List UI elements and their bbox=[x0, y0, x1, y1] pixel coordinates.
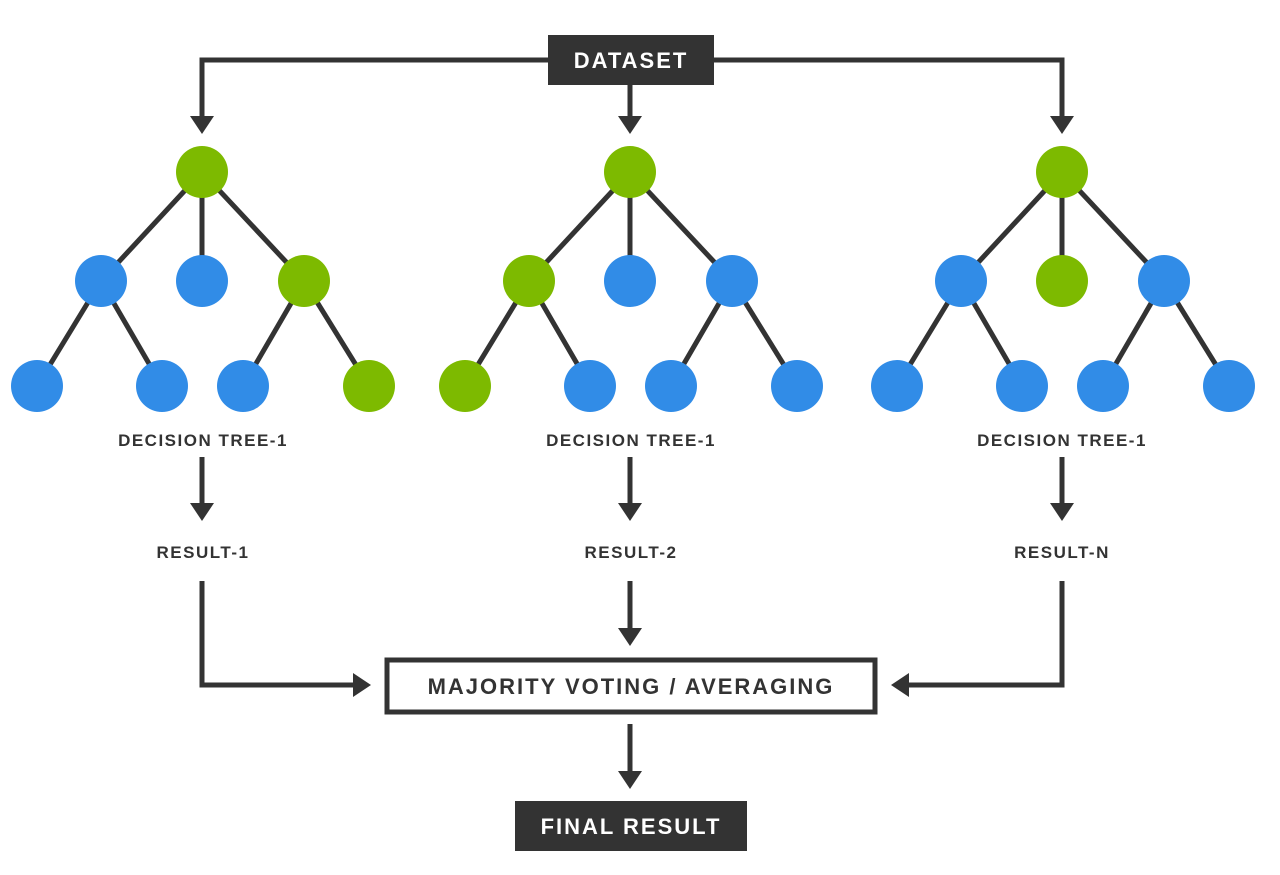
arrowhead-icon bbox=[891, 673, 909, 697]
dataset-box: DATASET bbox=[548, 35, 714, 85]
tree-2-root-node bbox=[604, 146, 656, 198]
arrowhead-icon bbox=[618, 771, 642, 789]
arrowhead-icon bbox=[353, 673, 371, 697]
dataset-connectors bbox=[190, 57, 1074, 134]
final-box-bg bbox=[515, 801, 747, 851]
tree-1-leaf-node bbox=[11, 360, 63, 412]
tree-1-child-node bbox=[75, 255, 127, 307]
result-to-vote-connectors bbox=[199, 581, 1065, 697]
tree-2-leaf-node bbox=[645, 360, 697, 412]
tree-3-leaf-node bbox=[1077, 360, 1129, 412]
tree-3-label: DECISION TREE-1 bbox=[977, 431, 1147, 450]
tree-3-leaf-node bbox=[1203, 360, 1255, 412]
final-result-label: FINAL RESULT bbox=[541, 814, 722, 839]
tree-2-leaf-node bbox=[439, 360, 491, 412]
final-result-box: FINAL RESULT bbox=[515, 801, 747, 851]
tree-1-root-node bbox=[176, 146, 228, 198]
arrowhead-icon bbox=[1050, 116, 1074, 134]
tree-1-leaf-node bbox=[343, 360, 395, 412]
tree-3-child-node bbox=[1036, 255, 1088, 307]
tree-2-child-node bbox=[503, 255, 555, 307]
tree-3-child-node bbox=[1138, 255, 1190, 307]
arrowhead-icon bbox=[618, 503, 642, 521]
tree-1-label: DECISION TREE-1 bbox=[118, 431, 288, 450]
dataset-box-bg bbox=[548, 35, 714, 85]
result-n-to-vote-line bbox=[907, 581, 1065, 688]
tree-1-leaf-node bbox=[217, 360, 269, 412]
tree-1-child-node bbox=[278, 255, 330, 307]
arrowhead-icon bbox=[190, 116, 214, 134]
vote-box-frame bbox=[384, 657, 878, 715]
arrowhead-icon bbox=[618, 628, 642, 646]
tree-to-result-arrows bbox=[190, 457, 1074, 521]
dataset-to-tree-1-line bbox=[199, 57, 548, 118]
tree-3-root-node bbox=[1036, 146, 1088, 198]
result-2-label: RESULT-2 bbox=[585, 543, 678, 562]
dataset-to-tree-3-line bbox=[714, 57, 1065, 118]
vote-box: MAJORITY VOTING / AVERAGING bbox=[384, 657, 878, 715]
arrowhead-icon bbox=[190, 503, 214, 521]
vote-label: MAJORITY VOTING / AVERAGING bbox=[428, 674, 835, 699]
tree-1-child-node bbox=[176, 255, 228, 307]
tree-3-leaf-node bbox=[871, 360, 923, 412]
trees bbox=[11, 146, 1255, 412]
result-n-label: RESULT-N bbox=[1014, 543, 1110, 562]
tree-2-leaf-node bbox=[771, 360, 823, 412]
tree-3-leaf-node bbox=[996, 360, 1048, 412]
tree-1-leaf-node bbox=[136, 360, 188, 412]
arrowhead-icon bbox=[1050, 503, 1074, 521]
result-1-label: RESULT-1 bbox=[157, 543, 250, 562]
tree-2-child-node bbox=[706, 255, 758, 307]
tree-2-label: DECISION TREE-1 bbox=[546, 431, 716, 450]
arrowhead-icon bbox=[618, 116, 642, 134]
result-1-to-vote-line bbox=[199, 581, 355, 688]
tree-2-leaf-node bbox=[564, 360, 616, 412]
tree-3-child-node bbox=[935, 255, 987, 307]
tree-2-child-node bbox=[604, 255, 656, 307]
dataset-label: DATASET bbox=[574, 48, 689, 73]
